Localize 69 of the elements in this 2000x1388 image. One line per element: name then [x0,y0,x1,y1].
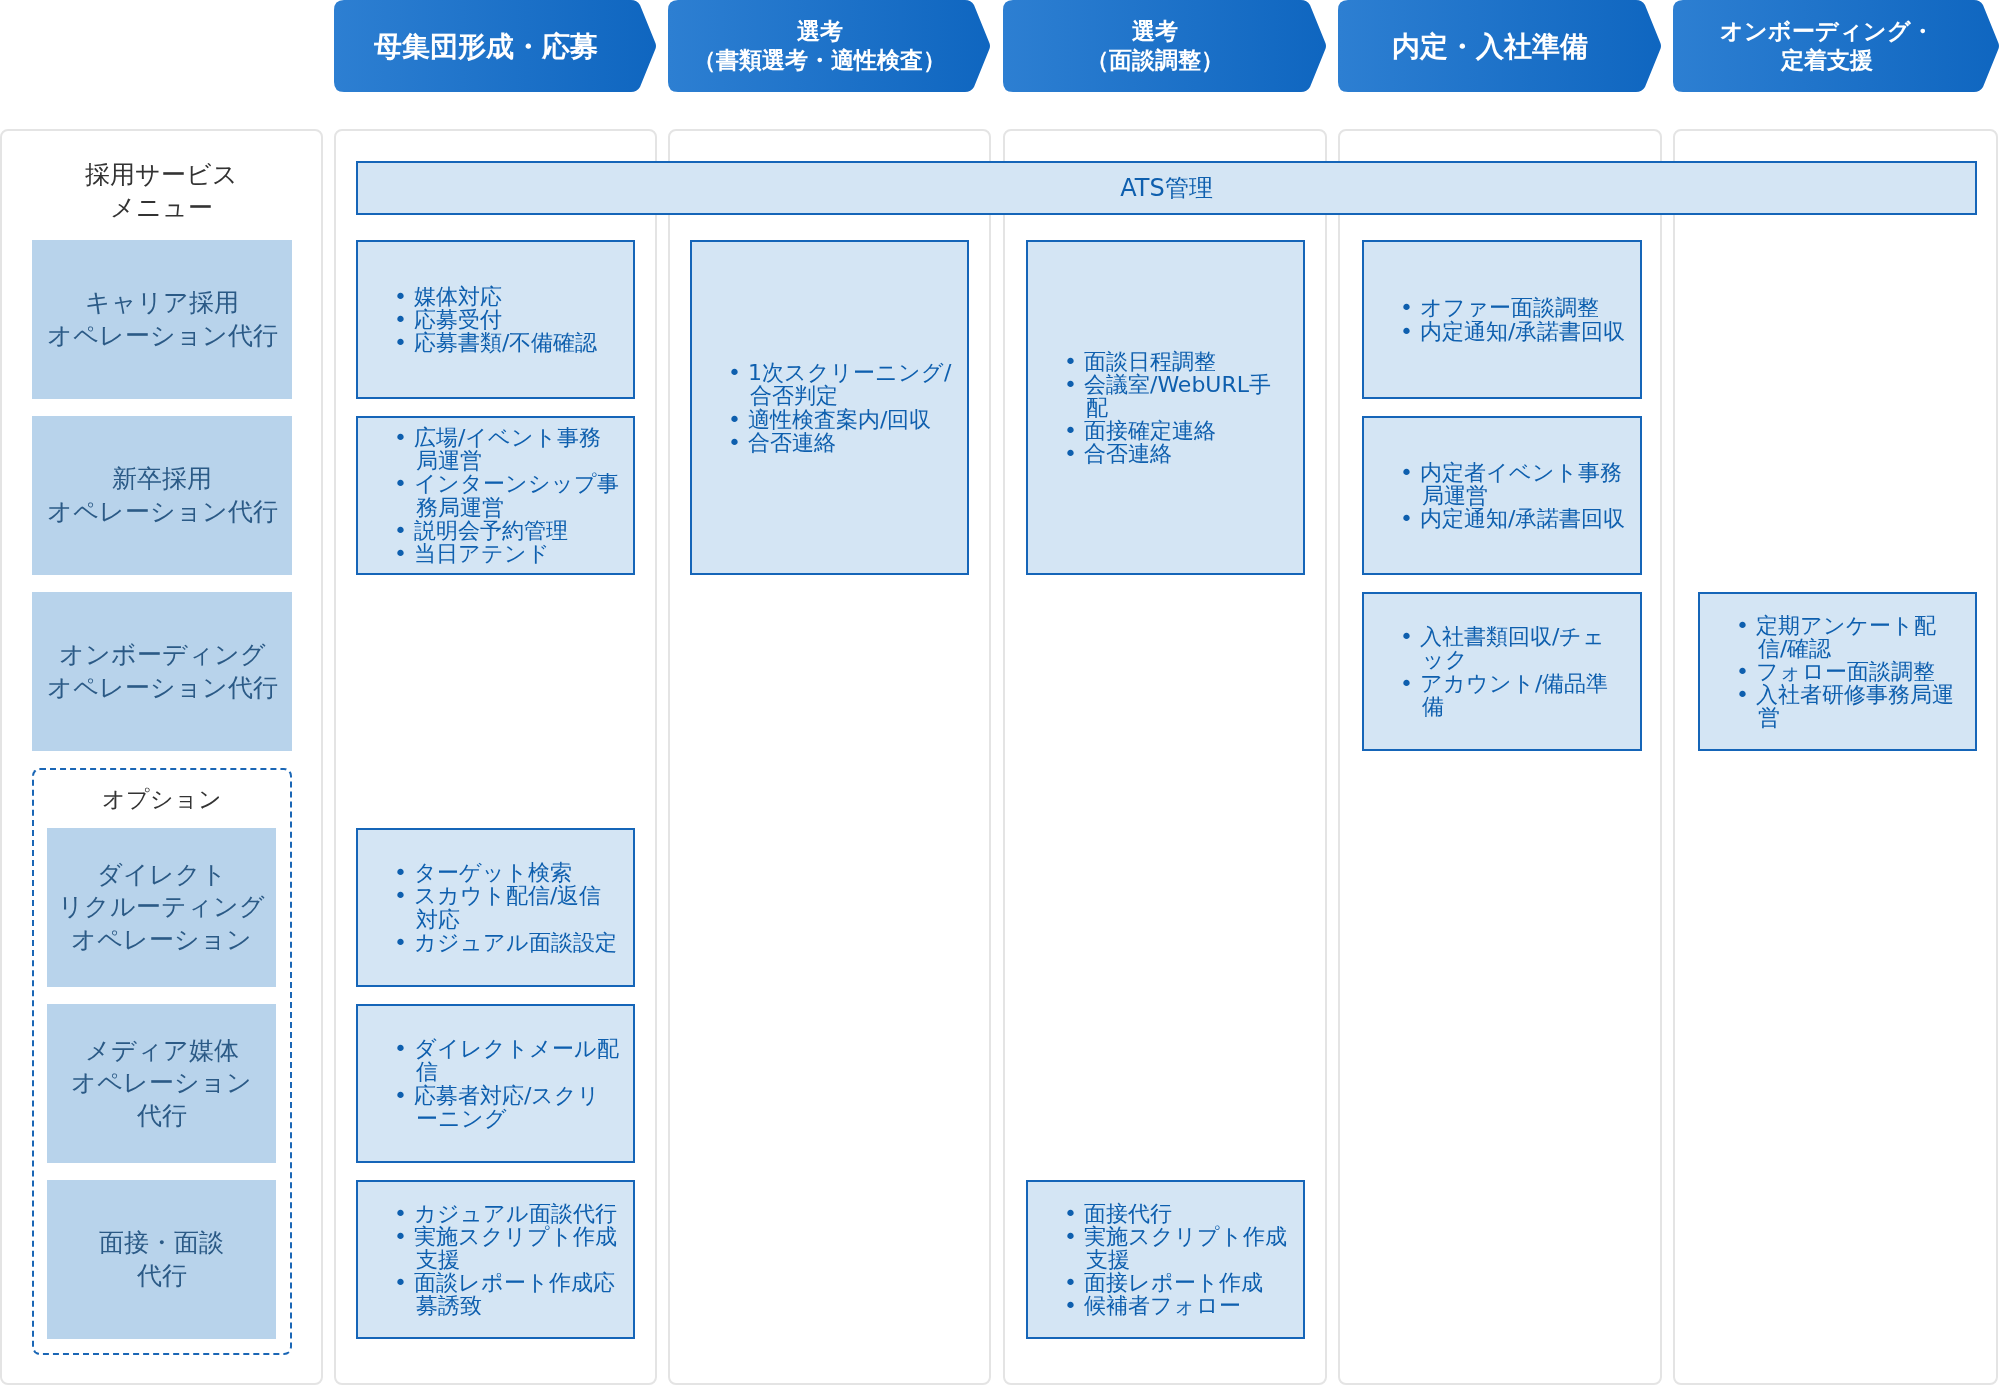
bullet-item: • 内定通知/承諾書回収 [1400,319,1626,343]
menu-title: 採用サービスメニュー [84,159,239,224]
task-box [356,416,635,575]
bullet-item: • 合否連絡 [1064,442,1173,466]
service-name: 面接・面談代行 [99,1227,224,1292]
service-box [47,828,276,987]
service-box [32,416,292,575]
service-box [47,1180,276,1339]
bullet-item: • 当日アテンド [394,541,551,565]
phase-banner: オンボーディング・定着支援 [1673,0,2000,92]
bullet-item: • スカウト配信/返信対応 [394,884,602,931]
bullet-item: • 応募書類/不備確認 [394,331,598,355]
bullet-item: • 応募者対応/スクリーニング [394,1083,602,1130]
bullet-item: • 適性検査案内/回収 [728,407,933,431]
bullet-item: • オファー面談調整 [1400,296,1600,320]
bullet-item: • 内定者イベント事務局運営 [1400,460,1623,508]
bullet-item: • 面談日程調整 [1064,349,1217,373]
bullet-item: • 入社者研修事務局運営 [1736,683,1955,730]
service-name: オンボーディングオペレーション代行 [46,639,278,704]
phase-banner: 母集団形成・応募 [334,0,657,92]
bullet-item: • 実施スクリプト作成支援 [1064,1224,1288,1272]
option-group [32,768,292,1355]
phase-banner: 選考（書類選考・適性検査） [668,0,991,92]
bullet-item: • 面談レポート作成応募誘致 [394,1271,616,1318]
bullet-item: • 広場/イベント事務局運営 [394,426,602,473]
task-box [356,240,635,399]
task-box [1026,240,1305,575]
service-name: メディア媒体オペレーション代行 [71,1034,252,1132]
menu-panel [0,129,323,1385]
bullet-item: • インターンシップ事務局運営 [394,472,619,519]
phase-banner: 内定・入社準備 [1338,0,1662,92]
bullet-item: • 1次スクリーニング/合否判定 [728,361,953,408]
bullet-item: • 会議室/WebURL手配 [1064,372,1272,420]
bullet-item: • 定期アンケート配信/確認 [1736,613,1937,660]
phase-banner: 選考（面談調整） [1003,0,1327,92]
service-name: ダイレクトリクルーティングオペレーション [58,858,265,956]
bullet-item: • 入社書類回収/チェック [1400,625,1607,672]
service-box [47,1004,276,1163]
service-box [32,240,292,399]
bullet-item: • 候補者フォロー [1064,1294,1242,1318]
bullet-item: • 合否連絡 [728,430,837,454]
bullet-item: • 実施スクリプト作成支援 [394,1224,618,1272]
task-box [1698,592,1977,751]
bullet-item: • ダイレクトメール配信 [394,1037,619,1084]
ats-bar: ATS管理 [356,161,1977,215]
task-box [356,1180,635,1339]
bullet-item: • 応募受付 [394,307,503,332]
bullet-item: • カジュアル面談代行 [394,1201,618,1225]
bullet-item: • カジュアル面談設定 [394,930,618,954]
task-box [356,828,635,987]
task-box [356,1004,635,1163]
group-title: オプション [101,785,223,814]
bullet-item: • 面接レポート作成 [1064,1271,1264,1295]
task-box [1362,416,1642,575]
service-name: 新卒採用オペレーション代行 [46,463,278,528]
bullet-item: • 内定通知/承諾書回収 [1400,507,1626,531]
bullet-item: • 媒体対応 [394,284,503,308]
service-name: キャリア採用オペレーション代行 [46,287,278,352]
bullet-item: • 面接確定連絡 [1064,419,1217,443]
bullet-item: • フォロー面談調整 [1736,659,1936,684]
task-box [690,240,969,575]
bullet-item: • アカウント/備品準備 [1400,671,1610,718]
bullet-item: • ターゲット検索 [394,861,572,885]
bullet-item: • 説明会予約管理 [394,518,569,542]
bullet-item: • 面接代行 [1064,1201,1173,1225]
service-box [32,592,292,751]
task-box [1362,592,1642,751]
task-box [1362,240,1642,399]
task-box [1026,1180,1305,1339]
